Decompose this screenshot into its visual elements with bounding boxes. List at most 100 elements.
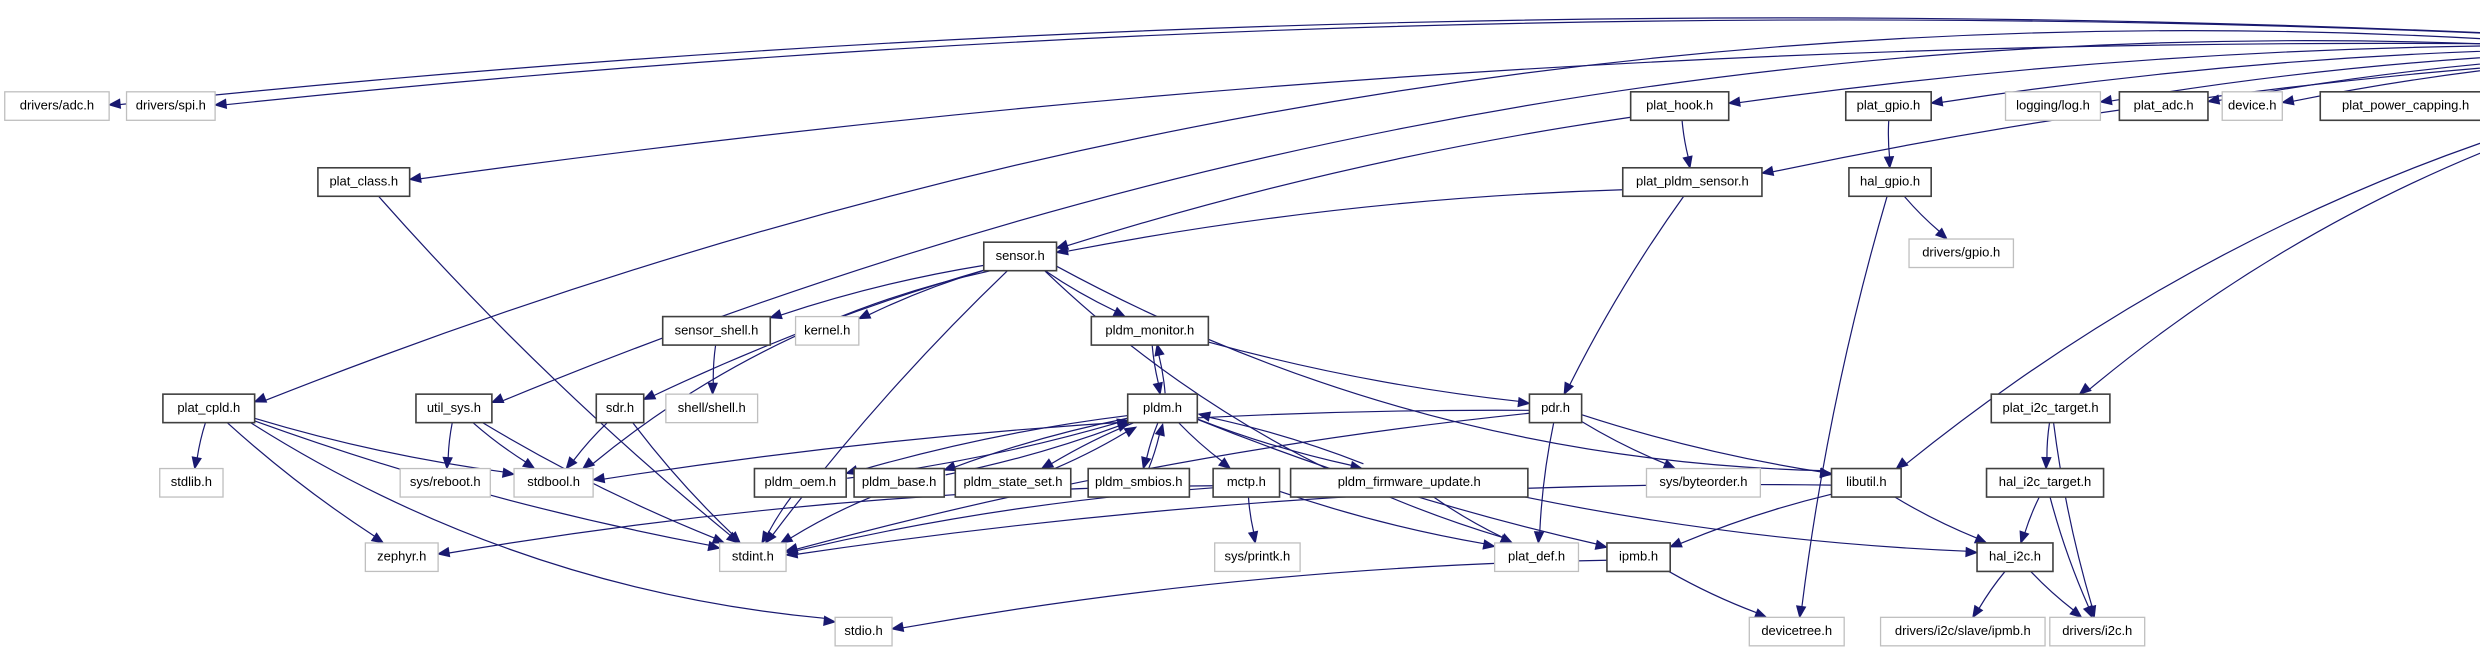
arrowhead-icon bbox=[1217, 457, 1232, 470]
node-drivers-adc[interactable]: drivers/adc.h bbox=[4, 91, 110, 121]
arrowhead-icon bbox=[1563, 381, 1575, 396]
arrowhead-icon bbox=[2041, 456, 2052, 470]
node-shell-shell[interactable]: shell/shell.h bbox=[665, 393, 759, 424]
arrowhead-icon bbox=[581, 457, 596, 470]
arrowhead-icon bbox=[213, 98, 228, 109]
arrowhead-icon bbox=[1727, 96, 1741, 107]
arrowhead-icon bbox=[408, 172, 422, 184]
node-hal-i2c[interactable]: hal_i2c.h bbox=[1976, 542, 2054, 573]
edge-sensor-to-libutil bbox=[1056, 265, 1833, 479]
node-sensor[interactable]: sensor.h bbox=[982, 241, 1058, 272]
node-box bbox=[1879, 616, 2046, 647]
edge-line bbox=[226, 422, 375, 537]
edge-hal-i2c-target-to-hal-i2c bbox=[2019, 496, 2040, 545]
node-hal-gpio[interactable]: hal_gpio.h bbox=[1848, 166, 1932, 198]
arrowhead-icon bbox=[1154, 422, 1165, 437]
edge-line bbox=[502, 40, 2480, 402]
node-mctp[interactable]: mctp.h bbox=[1212, 467, 1281, 498]
node-pldm-firmware-update[interactable]: pldm_firmware_update.h bbox=[1289, 467, 1529, 498]
node-plat-cpld[interactable]: plat_cpld.h bbox=[162, 393, 256, 424]
edge-sdr-to-stdint bbox=[632, 422, 742, 544]
node-label: plat_adc.h bbox=[2134, 97, 2194, 112]
node-plat-i2c-target[interactable]: plat_i2c_target.h bbox=[1990, 393, 2111, 424]
node-pldm-oem[interactable]: pldm_oem.h bbox=[753, 467, 847, 498]
node-kernel[interactable]: kernel.h bbox=[794, 315, 860, 346]
arrowhead-icon bbox=[1965, 546, 1979, 558]
edge-line bbox=[1905, 142, 2480, 465]
node-label: sdr.h bbox=[606, 400, 634, 415]
edge-line bbox=[1539, 422, 1555, 533]
node-plat-gpio[interactable]: plat_gpio.h bbox=[1844, 91, 1932, 122]
edge-line bbox=[1146, 422, 1159, 459]
node-label: pldm_smbios.h bbox=[1095, 474, 1182, 489]
arrowhead-icon bbox=[2206, 94, 2221, 105]
node-plat-def[interactable]: plat_def.h bbox=[1493, 542, 1580, 573]
node-drivers-spi[interactable]: drivers/spi.h bbox=[125, 91, 216, 121]
arrowhead-icon bbox=[1040, 458, 1055, 470]
edge-line bbox=[254, 417, 504, 473]
edge-pldm-monitor-to-pldm bbox=[1151, 345, 1163, 396]
edge-sdr-to-stdbool bbox=[565, 422, 608, 470]
node-util-sys[interactable]: util_sys.h bbox=[415, 393, 493, 424]
node-devicetree[interactable]: devicetree.h bbox=[1748, 616, 1845, 647]
node-box bbox=[159, 467, 224, 498]
arrowhead-icon bbox=[1668, 537, 1683, 548]
node-sys-reboot[interactable]: sys/reboot.h bbox=[399, 467, 491, 498]
node-plat-class[interactable]: plat_class.h bbox=[317, 166, 411, 198]
node-plat-adc-h[interactable]: plat_adc.h bbox=[2118, 91, 2209, 122]
node-label: drivers/i2c.h bbox=[2062, 623, 2132, 638]
node-drivers-gpio[interactable]: drivers/gpio.h bbox=[1908, 238, 2015, 269]
arrowhead-icon bbox=[1934, 227, 1948, 240]
arrowhead-icon bbox=[890, 621, 905, 633]
node-pldm[interactable]: pldm.h bbox=[1126, 393, 1199, 424]
node-pldm-base[interactable]: pldm_base.h bbox=[853, 467, 946, 498]
node-label: hal_gpio.h bbox=[1860, 173, 1920, 188]
node-stdbool[interactable]: stdbool.h bbox=[513, 467, 594, 498]
node-label: drivers/spi.h bbox=[136, 97, 206, 112]
edge-pldm-to-pldm-base bbox=[942, 417, 1128, 472]
node-sensor-shell[interactable]: sensor_shell.h bbox=[661, 315, 772, 346]
edge-line bbox=[2049, 496, 2090, 608]
node-plat-power-capping[interactable]: plat_power_capping.h bbox=[2319, 91, 2480, 122]
node-label: drivers/adc.h bbox=[20, 97, 94, 112]
edge-sensor-to-stdint bbox=[764, 270, 1008, 544]
edges-layer bbox=[107, 17, 2480, 633]
node-pdr[interactable]: pdr.h bbox=[1528, 393, 1583, 424]
edge-line bbox=[767, 496, 792, 534]
node-libutil[interactable]: libutil.h bbox=[1830, 467, 1902, 498]
node-sys-byteorder[interactable]: sys/byteorder.h bbox=[1645, 467, 1762, 498]
node-drivers-i2c-slave-ipmb[interactable]: drivers/i2c/slave/ipmb.h bbox=[1879, 616, 2046, 647]
node-ipmb[interactable]: ipmb.h bbox=[1606, 542, 1672, 573]
node-stdlib[interactable]: stdlib.h bbox=[159, 467, 224, 498]
node-hal-i2c-target[interactable]: hal_i2c_target.h bbox=[1985, 467, 2105, 498]
node-stdio[interactable]: stdio.h bbox=[834, 616, 893, 647]
node-pldm-monitor[interactable]: pldm_monitor.h bbox=[1090, 315, 1210, 346]
arrowhead-icon bbox=[436, 546, 451, 558]
edge-pdr-to-stdbool bbox=[591, 409, 1530, 484]
node-device[interactable]: device.h bbox=[2221, 91, 2283, 121]
edge-root-to-plat-adc-h bbox=[2206, 63, 2480, 105]
edge-plat-cpld-to-zephyr bbox=[226, 422, 385, 544]
node-pldm-state-set[interactable]: pldm_state_set.h bbox=[954, 467, 1072, 498]
node-box bbox=[1289, 467, 1529, 498]
edge-pldm-base-to-stdint bbox=[779, 496, 872, 544]
node-sys-printk[interactable]: sys/printk.h bbox=[1214, 542, 1301, 573]
node-box bbox=[1214, 542, 1301, 573]
node-box bbox=[982, 241, 1058, 272]
node-logging-log[interactable]: logging/log.h bbox=[2004, 91, 2102, 121]
node-drivers-i2c[interactable]: drivers/i2c.h bbox=[2049, 616, 2146, 647]
node-zephyr[interactable]: zephyr.h bbox=[364, 542, 439, 573]
node-box bbox=[162, 393, 256, 424]
node-pldm-smbios[interactable]: pldm_smbios.h bbox=[1087, 467, 1191, 498]
edge-plat-hook-to-plat-pldm-sensor bbox=[1681, 120, 1693, 170]
edge-line bbox=[265, 30, 2480, 401]
edge-mctp-to-plat-def bbox=[1279, 490, 1496, 550]
node-box bbox=[665, 393, 759, 424]
node-sdr[interactable]: sdr.h bbox=[595, 393, 645, 424]
node-plat-hook[interactable]: plat_hook.h bbox=[1629, 91, 1730, 122]
node-box bbox=[4, 91, 110, 121]
node-plat-pldm-sensor[interactable]: plat_pldm_sensor.h bbox=[1621, 166, 1763, 198]
node-label: pldm_state_set.h bbox=[964, 474, 1063, 489]
node-stdint[interactable]: stdint.h bbox=[718, 542, 787, 573]
